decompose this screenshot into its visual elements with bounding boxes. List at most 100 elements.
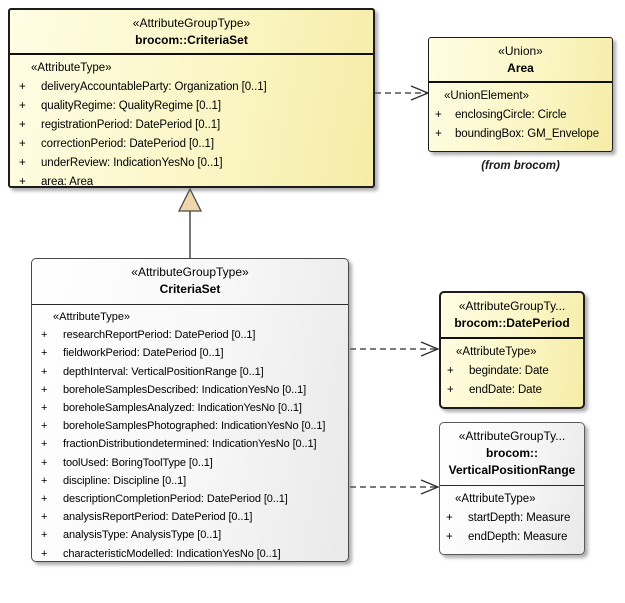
attribute-text: correctionPeriod: DatePeriod [0..1] <box>41 138 214 150</box>
attribute-text: toolUsed: BoringToolType [0..1] <box>63 456 213 469</box>
attribute-text: fractionDistributiondetermined: Indicati… <box>63 438 317 451</box>
visibility-marker: + <box>41 529 48 542</box>
attribute-row: + boreholeSamplesDescribed: IndicationYe… <box>32 381 348 399</box>
visibility-marker: + <box>19 119 26 131</box>
attribute-text: endDate: Date <box>469 384 542 396</box>
visibility-marker: + <box>446 512 453 524</box>
attribute-row: + endDate: Date <box>441 381 583 400</box>
visibility-marker: + <box>41 329 48 342</box>
attribute-text: startDepth: Measure <box>468 512 571 524</box>
attribute-text: descriptionCompletionPeriod: DatePeriod … <box>63 493 288 506</box>
visibility-marker: + <box>19 100 26 112</box>
visibility-marker: + <box>446 531 453 543</box>
attribute-row: + registrationPeriod: DatePeriod [0..1] <box>10 116 373 135</box>
visibility-marker: + <box>435 109 442 121</box>
visibility-marker: + <box>447 365 454 377</box>
attribute-compartment: «UnionElement» + enclosingCircle: Circle… <box>429 83 612 144</box>
attribute-text: fieldworkPeriod: DatePeriod [0..1] <box>63 347 224 360</box>
attribute-row: + discipline: Discipline [0..1] <box>32 472 348 490</box>
visibility-marker: + <box>41 383 48 396</box>
attribute-compartment: «AttributeType» + deliveryAccountablePar… <box>10 55 373 192</box>
class-box-verticalpositionrange[interactable]: «AttributeGroupTy... brocom:: VerticalPo… <box>439 422 585 555</box>
attribute-text: begindate: Date <box>469 365 549 377</box>
attribute-text: depthInterval: VerticalPositionRange [0.… <box>63 365 264 378</box>
class-header: «AttributeGroupTy... brocom:: VerticalPo… <box>440 423 584 486</box>
attribute-row: + startDepth: Measure <box>440 509 584 528</box>
attribute-list: + startDepth: Measure + endDepth: Measur… <box>440 509 584 547</box>
visibility-marker: + <box>19 157 26 169</box>
class-box-dateperiod[interactable]: «AttributeGroupTy... brocom::DatePeriod … <box>439 291 585 409</box>
stereotype-label: «AttributeGroupTy... <box>458 429 566 443</box>
attribute-row: + qualityRegime: QualityRegime [0..1] <box>10 97 373 116</box>
attribute-list: + enclosingCircle: Circle + boundingBox:… <box>429 106 612 144</box>
generalization-arrow <box>177 187 203 258</box>
attribute-row: + depthInterval: VerticalPositionRange [… <box>32 363 348 381</box>
visibility-marker: + <box>41 456 48 469</box>
attribute-text: registrationPeriod: DatePeriod [0..1] <box>41 119 221 131</box>
class-header: «AttributeGroupType» brocom::CriteriaSet <box>10 10 373 55</box>
stereotype-label: «AttributeGroupTy... <box>458 299 566 313</box>
attribute-text: boundingBox: GM_Envelope <box>455 128 600 140</box>
attribute-text: deliveryAccountableParty: Organization [… <box>41 81 267 93</box>
section-stereotype: «AttributeType» <box>456 346 537 358</box>
attribute-text: characteristicModelled: IndicationYesNo … <box>63 547 281 560</box>
section-stereotype: «AttributeType» <box>53 311 131 323</box>
class-name: CriteriaSet <box>159 282 221 296</box>
class-name: brocom:: <box>486 446 538 460</box>
attribute-row: + boreholeSamplesPhotographed: Indicatio… <box>32 417 348 435</box>
attribute-row: + descriptionCompletionPeriod: DatePerio… <box>32 490 348 508</box>
attribute-row: + researchReportPeriod: DatePeriod [0..1… <box>32 326 348 344</box>
attribute-list: + researchReportPeriod: DatePeriod [0..1… <box>32 326 348 563</box>
stereotype-label: «AttributeGroupType» <box>131 265 249 279</box>
class-name: Area <box>507 61 534 75</box>
attribute-text: enclosingCircle: Circle <box>455 109 567 121</box>
stereotype-label: «AttributeGroupType» <box>132 16 251 30</box>
attribute-row: + area: Area <box>10 173 373 192</box>
attribute-text: area: Area <box>41 176 94 188</box>
visibility-marker: + <box>41 420 48 433</box>
attribute-text: boreholeSamplesPhotographed: IndicationY… <box>63 420 326 433</box>
class-box-area[interactable]: «Union» Area «UnionElement» + enclosingC… <box>428 37 613 152</box>
visibility-marker: + <box>435 128 442 140</box>
class-header: «AttributeGroupTy... brocom::DatePeriod <box>441 293 583 339</box>
attribute-row: + characteristicModelled: IndicationYesN… <box>32 545 348 563</box>
attribute-text: endDepth: Measure <box>468 531 568 543</box>
visibility-marker: + <box>41 474 48 487</box>
attribute-text: discipline: Discipline [0..1] <box>63 474 187 487</box>
class-box-brocom-criteriaset[interactable]: «AttributeGroupType» brocom::CriteriaSet… <box>8 8 375 188</box>
attribute-list: + begindate: Date + endDate: Date <box>441 362 583 400</box>
attribute-row: + toolUsed: BoringToolType [0..1] <box>32 454 348 472</box>
class-header: «AttributeGroupType» CriteriaSet <box>32 259 348 305</box>
attribute-text: researchReportPeriod: DatePeriod [0..1] <box>63 329 256 342</box>
class-box-criteriaset[interactable]: «AttributeGroupType» CriteriaSet «Attrib… <box>31 258 349 562</box>
attribute-compartment: «AttributeType» + researchReportPeriod: … <box>32 305 348 563</box>
attribute-text: boreholeSamplesDescribed: IndicationYesN… <box>63 383 307 396</box>
attribute-row: + correctionPeriod: DatePeriod [0..1] <box>10 135 373 154</box>
class-name: brocom::DatePeriod <box>454 316 570 330</box>
visibility-marker: + <box>41 493 48 506</box>
visibility-marker: + <box>41 438 48 451</box>
attribute-row: + underReview: IndicationYesNo [0..1] <box>10 154 373 173</box>
visibility-marker: + <box>447 384 454 396</box>
section-stereotype: «UnionElement» <box>444 90 530 102</box>
attribute-row: + begindate: Date <box>441 362 583 381</box>
attribute-compartment: «AttributeType» + begindate: Date + endD… <box>441 339 583 400</box>
section-stereotype: «AttributeType» <box>31 62 112 74</box>
visibility-marker: + <box>19 138 26 150</box>
attribute-row: + endDepth: Measure <box>440 528 584 547</box>
visibility-marker: + <box>41 511 48 524</box>
visibility-marker: + <box>41 365 48 378</box>
from-package-caption: (from brocom) <box>481 160 560 172</box>
attribute-row: + deliveryAccountableParty: Organization… <box>10 78 373 97</box>
visibility-marker: + <box>41 402 48 415</box>
attribute-text: boreholeSamplesAnalyzed: IndicationYesNo… <box>63 402 302 415</box>
attribute-row: + fractionDistributiondetermined: Indica… <box>32 435 348 453</box>
attribute-text: underReview: IndicationYesNo [0..1] <box>41 157 223 169</box>
class-name-line2: VerticalPositionRange <box>448 463 576 477</box>
visibility-marker: + <box>19 176 26 188</box>
section-stereotype: «AttributeType» <box>455 493 536 505</box>
class-name: brocom::CriteriaSet <box>135 33 248 47</box>
dependency-arrow-area <box>375 85 430 101</box>
dependency-arrow-verticalpositionrange <box>350 479 440 495</box>
